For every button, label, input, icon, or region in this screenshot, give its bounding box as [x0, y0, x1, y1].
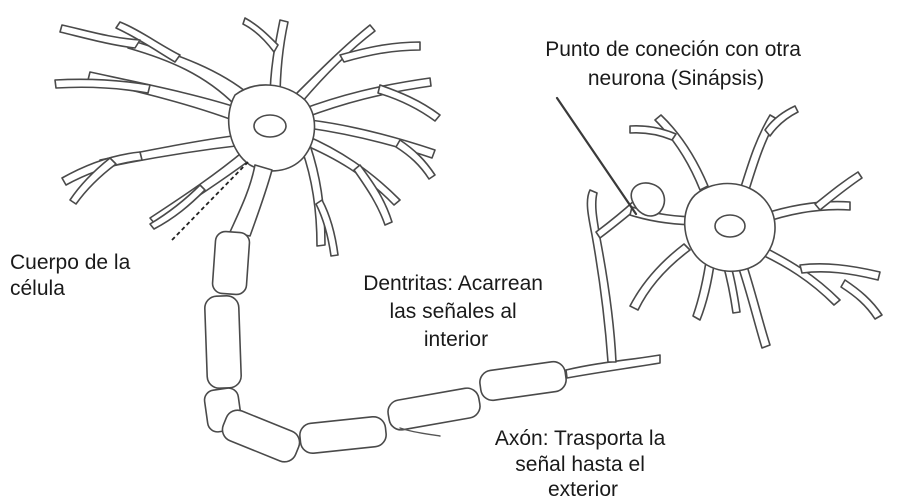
dendrites-label: Dentritas: Acarrean las señales al inter… — [363, 272, 549, 351]
axon-pointer — [400, 428, 440, 436]
cell-body-label: Cuerpo de la célula — [10, 251, 136, 300]
second-neuron-nucleus — [715, 215, 745, 237]
second-neuron — [630, 106, 882, 348]
synapse-label: Punto de coneción con otra neurona (Siná… — [545, 38, 807, 90]
main-neuron-nucleus — [254, 115, 286, 137]
main-neuron — [55, 18, 440, 256]
axon-label: Axón: Trasporta la señal hasta el exteri… — [495, 427, 671, 497]
